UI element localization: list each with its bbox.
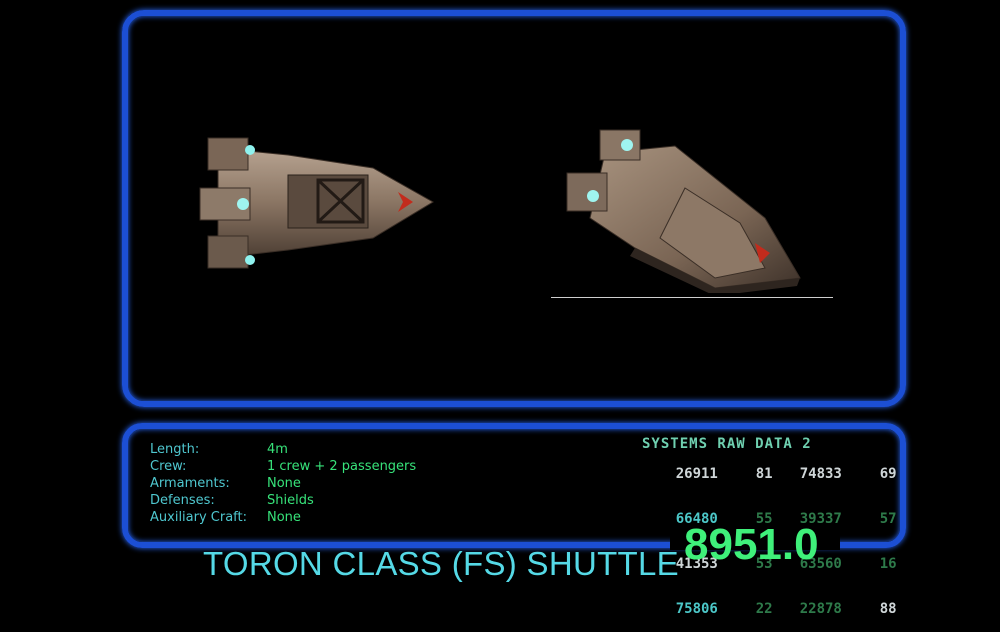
raw-data-row: 66480 55 39337 57 [642, 497, 910, 542]
raw-cell: 22878 [799, 601, 842, 617]
raw-cell: 41353 [675, 556, 718, 572]
spec-value: None [267, 510, 301, 525]
raw-cell: 69 [879, 466, 897, 482]
spec-value: None [267, 476, 301, 491]
viewer-frame [122, 10, 906, 407]
raw-cell: 88 [879, 601, 897, 617]
spec-crew: Crew: 1 crew + 2 passengers [150, 458, 416, 475]
data-frame [122, 423, 906, 548]
spec-label: Defenses: [150, 493, 215, 508]
raw-cell: 22 [755, 601, 773, 617]
raw-cell: 53 [755, 556, 773, 572]
spec-label: Auxiliary Craft: [150, 510, 248, 525]
raw-data-row: 26911 81 74833 69 [642, 452, 910, 497]
spec-label: Length: [150, 442, 200, 457]
raw-cell: 66480 [675, 511, 718, 527]
raw-cell: 16 [879, 556, 897, 572]
spec-label: Armaments: [150, 476, 230, 491]
raw-cell: 74833 [799, 466, 842, 482]
raw-cell: 57 [879, 511, 897, 527]
raw-cell: 75806 [675, 601, 718, 617]
raw-cell: 63560 [799, 556, 842, 572]
raw-data-row: 75806 22 22878 88 [642, 587, 910, 632]
raw-data-row: 41353 53 63560 16 [642, 542, 910, 587]
specs-list: Length: 4m Crew: 1 crew + 2 passengers A… [150, 441, 416, 526]
spec-value: 1 crew + 2 passengers [267, 459, 417, 474]
spec-armaments: Armaments: None [150, 475, 416, 492]
shuttle-side-view [566, 129, 801, 293]
spec-value: Shields [267, 493, 314, 508]
spec-defenses: Defenses: Shields [150, 492, 416, 509]
raw-cell: 81 [755, 466, 773, 482]
horizon-line [551, 297, 833, 298]
raw-cell: 55 [755, 511, 773, 527]
ship-class-title: TORON CLASS (FS) SHUTTLE [203, 545, 679, 582]
shuttle-top-view [199, 137, 434, 269]
raw-cell: 39337 [799, 511, 842, 527]
raw-data-title: SYSTEMS RAW DATA 2 [642, 436, 812, 452]
raw-cell: 26911 [675, 466, 718, 482]
spec-value: 4m [267, 442, 288, 457]
spec-length: Length: 4m [150, 441, 416, 458]
stardate-counter: 8951.0 [684, 520, 819, 569]
spec-label: Crew: [150, 459, 187, 474]
spec-auxiliary-craft: Auxiliary Craft: None [150, 509, 416, 526]
